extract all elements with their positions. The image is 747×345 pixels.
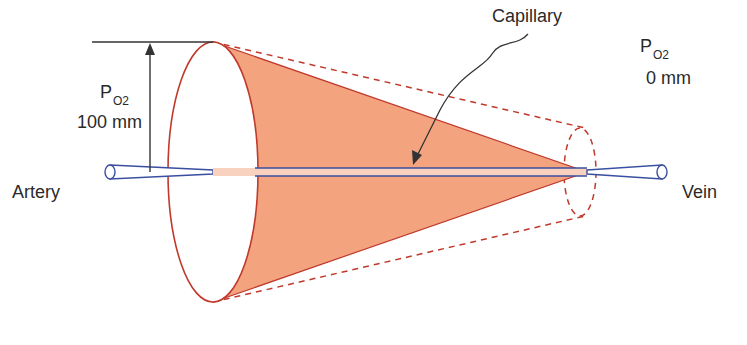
capillary-wall — [255, 167, 587, 168]
pressure-symbol: P — [640, 36, 652, 56]
oxygen-cone — [213, 42, 587, 302]
pressure-subscript: O2 — [113, 94, 129, 108]
artery-end — [105, 165, 115, 179]
vein-tube — [587, 165, 662, 179]
arrow-head — [412, 150, 422, 165]
pressure-subscript: O2 — [653, 48, 669, 62]
part-label: Capillary — [492, 6, 562, 26]
pressure-value: 0 mm — [646, 68, 691, 88]
leader-line — [416, 34, 528, 158]
vein-end — [657, 165, 667, 179]
part-label: Artery — [12, 182, 60, 202]
pressure-symbol: P — [100, 82, 112, 102]
artery-tube — [110, 165, 213, 179]
dimension-line — [92, 41, 213, 42]
pressure-value: 100 mm — [77, 112, 142, 132]
capillary-lumen — [213, 168, 587, 176]
dimension-arrow — [149, 50, 150, 172]
capillary-wall — [255, 175, 587, 176]
arrow-head — [145, 43, 155, 55]
part-label: Vein — [682, 182, 717, 202]
